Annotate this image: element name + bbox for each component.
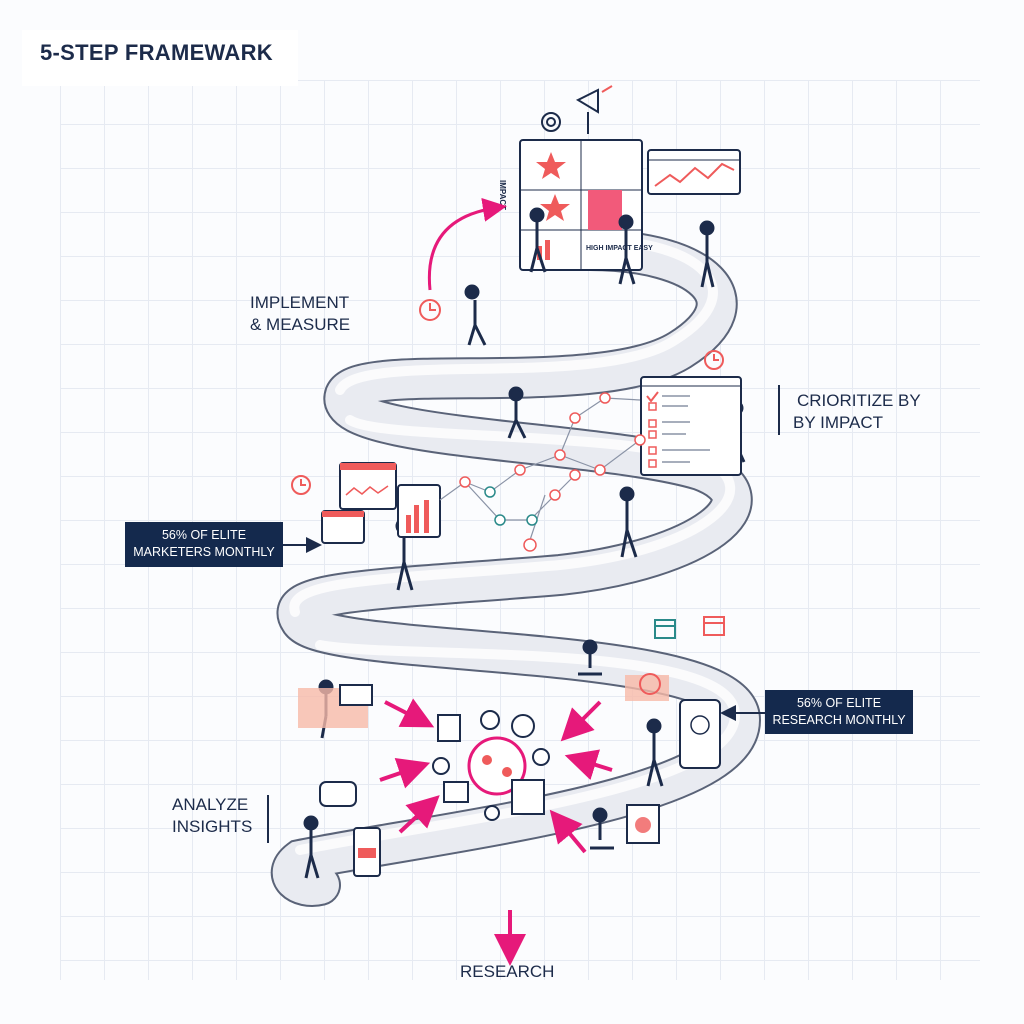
step-label-line: IMPLEMENT — [250, 293, 350, 312]
pink-curved-arrow — [427, 197, 507, 291]
step-label-line: BY IMPACT — [793, 413, 884, 432]
title-backdrop — [22, 30, 298, 86]
network-graph — [439, 392, 646, 552]
clock-icon — [704, 350, 724, 370]
megaphone-icon — [575, 85, 613, 134]
mobile-chart — [353, 827, 381, 877]
brain-illustration — [625, 673, 669, 701]
trend-chart-window — [647, 149, 741, 195]
callout-line: RESEARCH MONTHLY — [772, 713, 906, 727]
step-label-line: CRIORITIZE BY — [797, 391, 921, 410]
clock-icon — [291, 475, 311, 495]
step-implement-measure: IMPLEMENT & MEASURE — [250, 292, 350, 336]
pink-converging-arrows — [379, 698, 613, 966]
laptop-workstation — [298, 684, 373, 728]
callout-line: MARKETERS MONTHLY — [133, 545, 275, 559]
impact-matrix-board: IMPACT HIGH IMPACT EASY — [498, 139, 653, 271]
impact-axis-label: IMPACT — [498, 180, 507, 210]
dashboard-windows — [321, 462, 441, 544]
chat-bubble-icon — [319, 781, 357, 807]
callout-marketers: 56% OF ELITE MARKETERS MONTHLY — [125, 522, 283, 567]
checklist-window — [640, 376, 742, 476]
step-label-line: & MEASURE — [250, 315, 351, 334]
step-analyze-insights: ANALYZE INSIGHTS — [172, 794, 252, 838]
callout-research: 56% OF ELITE RESEARCH MONTHLY — [765, 690, 913, 734]
divider-bar — [778, 385, 780, 435]
step-label-line: ANALYZE — [172, 795, 249, 814]
step-label-line: INSIGHTS — [172, 817, 253, 836]
insights-hub — [432, 710, 550, 821]
clock-icon — [419, 299, 441, 321]
page-title: 5-STEP FRAMEWARK — [40, 40, 273, 65]
calendar-icon — [654, 619, 676, 639]
step-research: RESEARCH — [460, 962, 555, 981]
gear-icon — [541, 112, 561, 132]
callout-line: 56% OF ELITE — [796, 696, 882, 710]
divider-bar — [267, 795, 269, 843]
step-prioritize: CRIORITIZE BY BY IMPACT — [793, 390, 921, 434]
callout-line: 56% OF ELITE — [161, 528, 247, 542]
clipboard-icon — [626, 804, 660, 844]
phone-device — [679, 699, 721, 769]
effort-label: HIGH IMPACT EASY — [586, 245, 653, 252]
calendar-icon — [703, 616, 725, 636]
